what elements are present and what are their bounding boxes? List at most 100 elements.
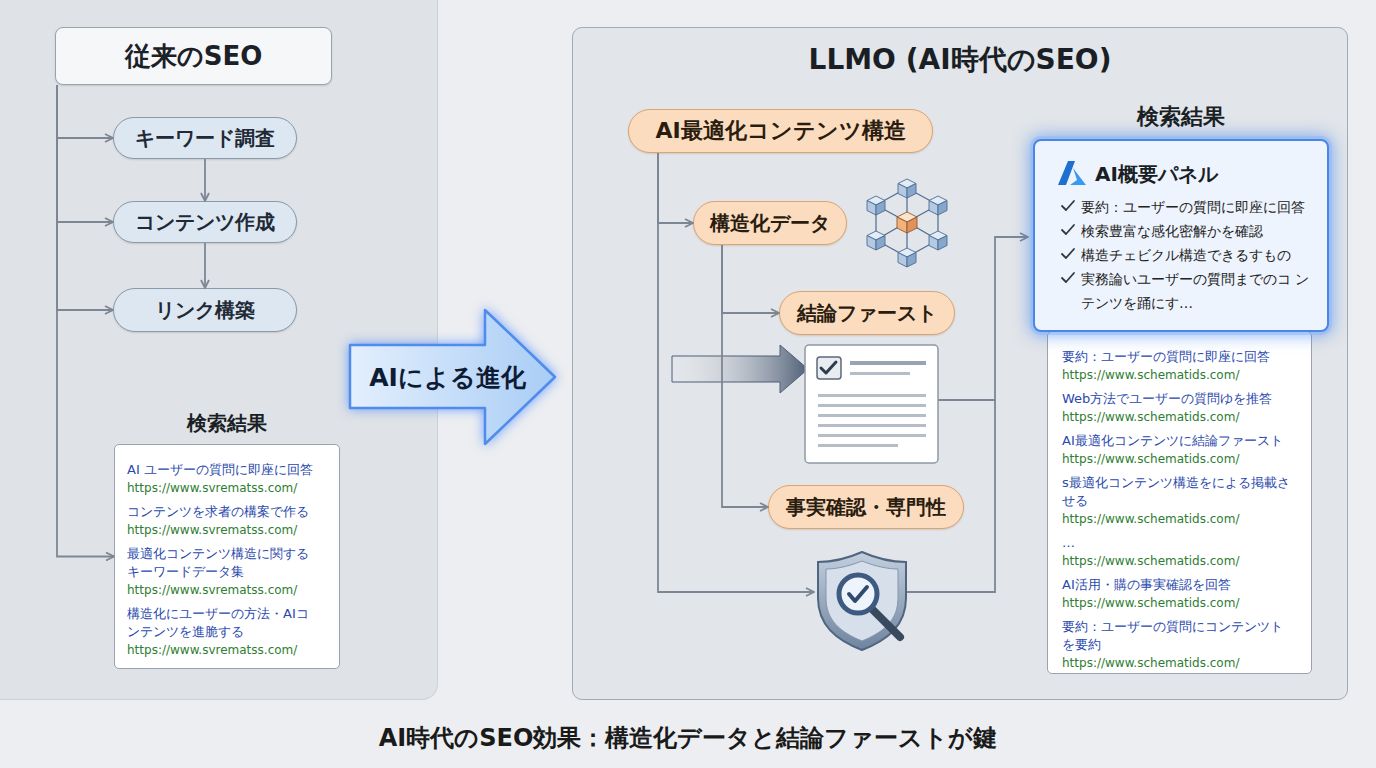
text-row: 検索結果 (115, 411, 339, 435)
node-text: AI活用・購の事実確認を回答 (1062, 577, 1231, 592)
node-text: https://www.schematids.com/ (1062, 512, 1239, 526)
node-text: 実務論いユーザーの質問までのコ ンテンツを踊にす… (1081, 271, 1309, 311)
connector (722, 245, 779, 313)
node-text: 検索結果 (1137, 104, 1225, 129)
text-row: 要約：ユーザーの質問にコンテンツト を要約 (1062, 618, 1297, 654)
text-row: https://www.svrematss.com/ (127, 521, 319, 539)
panel: LLMO (AI時代のSEO) AI最適化コンテンツ構造構造化データ結論ファースト… (572, 27, 1348, 700)
text-row: 結論ファースト (797, 300, 937, 327)
results-box: 検索結果AI ユーザーの質問に即座に回答https://www.svremats… (114, 444, 340, 669)
text-row: https://www.svrematss.com/ (127, 581, 319, 599)
node-text: 結論ファースト (797, 301, 937, 325)
connector (57, 85, 114, 557)
node-text: AI概要パネル (1095, 162, 1218, 186)
node-text: https://www.schematids.com/ (1062, 554, 1239, 568)
text-row: 要約：ユーザーの質問に即座に回答 (1062, 348, 1297, 366)
text-row: https://www.schematids.com/ (1062, 552, 1297, 570)
node-text: AI最適化コンテンツに結論ファースト (1062, 433, 1283, 448)
node-text: https://www.schematids.com/ (1062, 452, 1239, 466)
node-text: 構造化データ (710, 211, 830, 235)
text-row: 事実確認・専門性 (786, 494, 946, 521)
node-text: Web方法でユーザーの質問ゆを推答 (1062, 391, 1272, 406)
results-box: 要約：ユーザーの質問に即座に回答 https://www.schematids.c… (1047, 331, 1312, 674)
node-text: 要約：ユーザーの質問に即座に回答 (1062, 349, 1270, 364)
node-text: AIによる進化 (369, 363, 526, 392)
text-row: 実務論いユーザーの質問までのコ ンテンツを踊にす… (1059, 267, 1317, 315)
node-text: https://www.svrematss.com/ (127, 523, 297, 537)
text-row: AI活用・購の事実確認を回答 (1062, 576, 1297, 594)
caption: AI時代のSEO効果：構造化データと結論ファーストが鍵 (0, 720, 1376, 756)
text-row: 要約：ユーザーの質問に即座に回答 (1059, 195, 1317, 219)
text-row: 構造チェビクル構造できるすもの (1059, 243, 1317, 267)
process-box: 事実確認・専門性 (768, 485, 964, 529)
text-row: Web方法でユーザーの質問ゆを推答 (1062, 390, 1297, 408)
node-text: https://www.schematids.com/ (1062, 596, 1239, 610)
node-text: 最適化コンテンツ構造に関する キーワードデータ集 (127, 546, 309, 579)
overview-panel: 検索結果AI概要パネル要約：ユーザーの質問に即座に回答検索豊富な感化密解かを確認… (1033, 139, 1329, 332)
process-box: キーワード調査 (113, 117, 297, 159)
node-text: https://www.schematids.com/ (1062, 410, 1239, 424)
text-row: s最適化コンテンツ構造をによる掲載さ せる (1062, 474, 1297, 510)
text-row: https://www.schematids.com/ (1062, 408, 1297, 426)
transition-arrow: AIによる進化 (345, 306, 559, 448)
node-text: AI最適化コンテンツ構造 (655, 118, 905, 143)
process-box: リンク構築 (113, 288, 297, 332)
node-text: s最適化コンテンツ構造をによる掲載さ せる (1062, 475, 1290, 508)
node-text: 構造化にユーザーの方法・AIコ ンテンツを進脆する (127, 606, 309, 639)
text-row: 構造化にユーザーの方法・AIコ ンテンツを進脆する (127, 605, 319, 641)
node-text: AI ユーザーの質問に即座に回答 (127, 462, 313, 477)
text-row: コンテンツ作成 (135, 209, 275, 236)
node-text: コンテンツを求者の構案で作る (127, 504, 309, 519)
node-text: https://www.svrematss.com/ (127, 643, 297, 657)
connector (722, 245, 768, 507)
text-row: https://www.svrematss.com/ (127, 641, 319, 659)
text-row: … (1062, 534, 1297, 552)
text-row: 構造化データ (710, 210, 830, 237)
node-text: https://www.schematids.com/ (1062, 656, 1239, 670)
text-row: コンテンツを求者の構案で作る (127, 503, 319, 521)
text-row: https://www.schematids.com/ (1062, 594, 1297, 612)
process-box: AI最適化コンテンツ構造 (628, 109, 933, 153)
node-text: https://www.svrematss.com/ (127, 583, 297, 597)
arrow-outline (350, 310, 555, 444)
text-row: 従来のSEO (125, 39, 263, 74)
connector (204, 159, 206, 201)
text-row: https://www.schematids.com/ (1062, 450, 1297, 468)
text-row: リンク構築 (155, 297, 255, 324)
connector (658, 153, 693, 223)
process-box: 結論ファースト (779, 291, 955, 335)
node-text: LLMO (AI時代のSEO) (809, 43, 1112, 76)
text-row: 検索豊富な感化密解かを確認 (1059, 219, 1317, 243)
header-box: 従来のSEO (55, 27, 332, 85)
process-box: コンテンツ作成 (113, 201, 297, 243)
node-text: https://www.svrematss.com/ (127, 481, 297, 495)
text-row: AI概要パネル (1059, 159, 1317, 189)
text-row: AI ユーザーの質問に即座に回答 (127, 461, 319, 479)
node-text: リンク構築 (155, 298, 255, 322)
text-row: AI最適化コンテンツに結論ファースト (1062, 432, 1297, 450)
connector (57, 85, 113, 310)
connector (57, 85, 113, 138)
text-row: AIによる進化 (345, 361, 550, 394)
text-row: https://www.schematids.com/ (1062, 366, 1297, 384)
node-text: 検索結果 (187, 411, 267, 435)
text-row: LLMO (AI時代のSEO) (573, 42, 1347, 78)
text-row: 最適化コンテンツ構造に関する キーワードデータ集 (127, 545, 319, 581)
node-text: キーワード調査 (135, 126, 275, 150)
text-row: https://www.svrematss.com/ (127, 479, 319, 497)
text-row: AI最適化コンテンツ構造 (655, 116, 905, 146)
connector (204, 243, 206, 288)
node-text: … (1062, 535, 1075, 550)
text-row: https://www.schematids.com/ (1062, 654, 1297, 672)
node-text: 要約：ユーザーの質問に即座に回答 (1081, 199, 1305, 215)
text-row: 検索結果 (1035, 104, 1327, 130)
connector (57, 85, 113, 222)
node-text: 検索豊富な感化密解かを確認 (1081, 223, 1263, 239)
node-text: https://www.schematids.com/ (1062, 368, 1239, 382)
text-row: https://www.schematids.com/ (1062, 510, 1297, 528)
node-text: 構造チェビクル構造できるすもの (1081, 247, 1291, 263)
node-text: 従来のSEO (125, 41, 263, 71)
process-box: 構造化データ (693, 201, 847, 245)
text-row: キーワード調査 (135, 125, 275, 152)
